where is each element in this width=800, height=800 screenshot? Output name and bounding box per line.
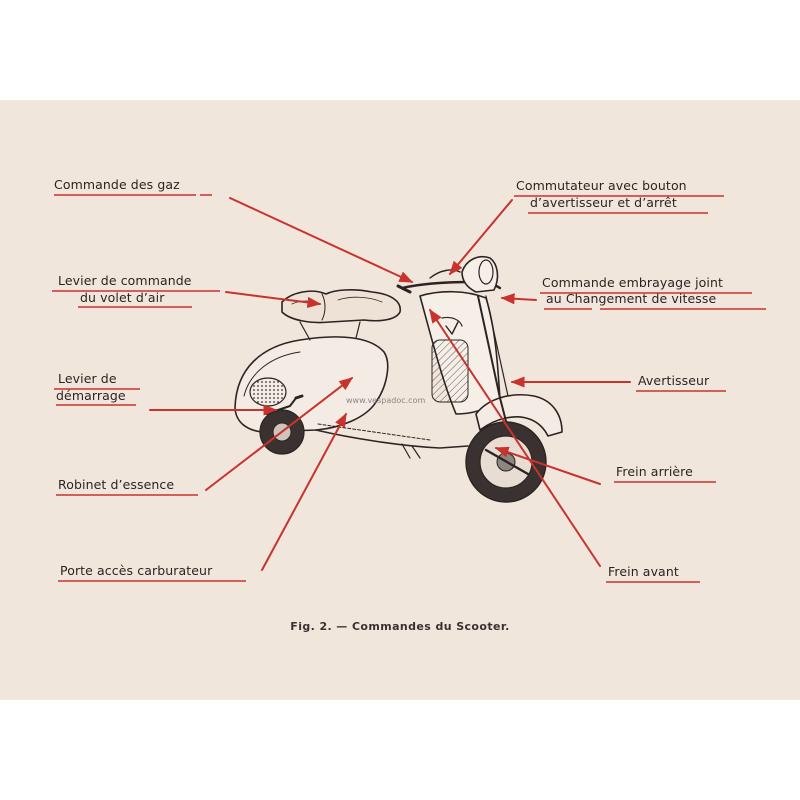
label-commande-gaz: Commande des gaz <box>54 177 180 192</box>
label-frein-arriere: Frein arrière <box>616 464 693 479</box>
arrow-carburateur <box>261 412 347 571</box>
label-porte-carburateur: Porte accès carburateur <box>60 563 213 578</box>
arrow-embrayage <box>500 293 537 305</box>
arrow-frein-avant <box>429 308 601 567</box>
leader-arrows <box>149 197 631 571</box>
label-underlines <box>52 194 766 583</box>
label-embrayage-line2: au Changement de vitesse <box>546 291 717 306</box>
label-commutateur-line2: d’avertisseur et d’arrêt <box>530 195 677 210</box>
figure-caption: Fig. 2. — Commandes du Scooter. <box>290 620 510 633</box>
scooter-illustration <box>234 256 563 503</box>
arrow-volet-air <box>225 291 322 308</box>
label-embrayage-line1: Commande embrayage joint <box>542 275 723 290</box>
arrow-frein-arriere <box>494 446 601 485</box>
arrow-robinet <box>205 377 354 491</box>
watermark: www.vespadoc.com <box>346 396 426 405</box>
arrow-commande-gaz <box>229 197 414 283</box>
label-demarrage-line1: Levier de <box>58 371 117 386</box>
arrow-commutateur <box>449 199 513 276</box>
label-volet-air-line1: Levier de commande <box>58 273 192 288</box>
label-avertisseur: Avertisseur <box>638 373 710 388</box>
label-robinet-essence: Robinet d’essence <box>58 477 175 492</box>
label-demarrage-line2: démarrage <box>56 388 126 403</box>
label-frein-avant: Frein avant <box>608 564 679 579</box>
label-volet-air-line2: du volet d’air <box>80 290 165 305</box>
manual-page <box>0 100 800 700</box>
label-commutateur-line1: Commutateur avec bouton <box>516 178 687 193</box>
